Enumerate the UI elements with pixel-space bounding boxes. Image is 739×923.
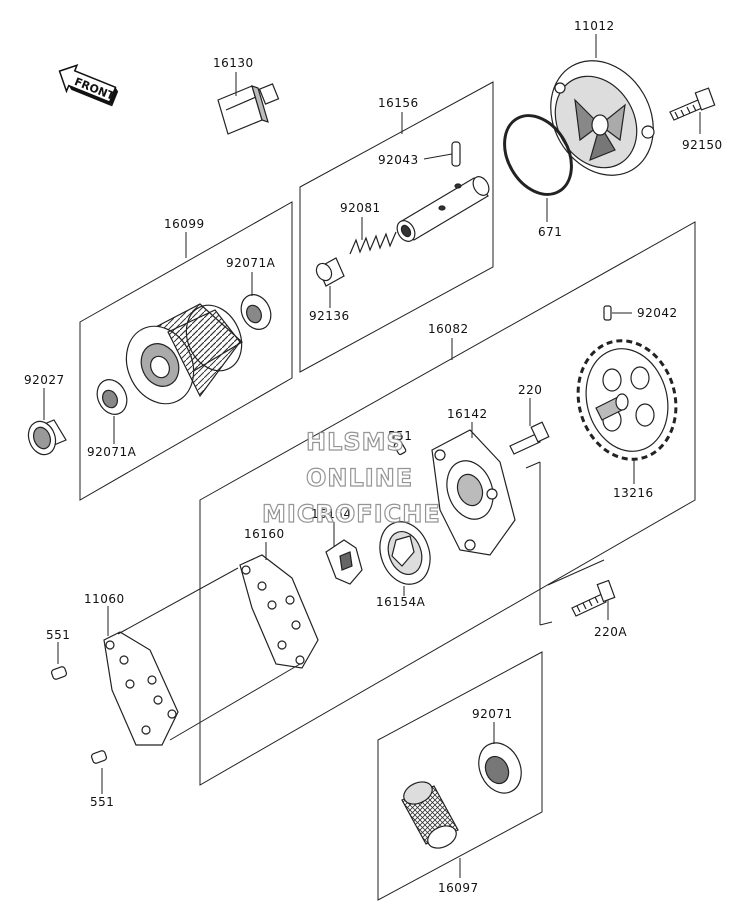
watermark-line-1: HLSMS xyxy=(306,428,405,456)
part-11012-pump-cover xyxy=(550,60,655,176)
label-16156: 16156 xyxy=(378,96,419,110)
part-92150-bolt xyxy=(669,87,716,121)
label-16097: 16097 xyxy=(438,881,479,895)
box-16156-relief-valve-group xyxy=(299,81,494,373)
part-92081-spring xyxy=(349,231,397,255)
part-92043-pin xyxy=(451,141,461,167)
box-16082-pump-group xyxy=(199,221,696,786)
part-671-o-ring xyxy=(503,114,573,196)
part-16154a-outer-rotor xyxy=(379,521,431,585)
part-16160-gasket xyxy=(239,554,319,669)
watermark-line-3: MICROFICHE xyxy=(262,500,441,528)
label-16130: 16130 xyxy=(213,56,254,70)
label-16099: 16099 xyxy=(164,217,205,231)
part-220a-bolt xyxy=(571,579,616,617)
part-16130-fitting xyxy=(217,83,280,135)
part-92027-collar xyxy=(27,419,67,456)
label-92081: 92081 xyxy=(340,201,381,215)
part-92071a-bottom-o-ring xyxy=(96,379,128,415)
part-551-mid-dowel xyxy=(393,440,407,456)
label-16154a: 16154A xyxy=(376,595,426,609)
label-92043: 92043 xyxy=(378,153,419,167)
watermark-line-2: ONLINE xyxy=(306,464,413,492)
label-220: 220 xyxy=(518,383,542,397)
label-92071: 92071 xyxy=(472,707,513,721)
label-551-left-top: 551 xyxy=(46,628,70,642)
label-92027: 92027 xyxy=(24,373,65,387)
part-92071-seal xyxy=(478,742,522,794)
part-16156-valve-sleeve xyxy=(396,176,490,242)
label-13216: 13216 xyxy=(613,486,654,500)
part-16154-inner-rotor xyxy=(325,539,363,585)
part-16099-oil-filter xyxy=(125,303,244,405)
watermark: HLSMS ONLINE MICROFICHE xyxy=(261,427,441,528)
label-16154: 16154 xyxy=(311,507,352,521)
part-16142-pump-body xyxy=(431,429,516,556)
label-92136: 92136 xyxy=(309,309,350,323)
front-arrow-icon: FRONT xyxy=(58,64,119,107)
part-92071a-top-o-ring xyxy=(240,294,272,330)
leader-lines xyxy=(43,34,701,878)
part-551-left-top-dowel xyxy=(50,666,68,680)
part-220-bolt xyxy=(509,421,550,455)
label-671: 671 xyxy=(538,225,562,239)
part-92136-piston xyxy=(315,257,345,287)
part-92042-pin xyxy=(603,305,612,321)
label-551-mid: 551 xyxy=(388,429,412,443)
box-16097-strainer-group xyxy=(377,651,543,901)
label-92150: 92150 xyxy=(682,138,723,152)
label-92042: 92042 xyxy=(637,306,678,320)
label-220a: 220A xyxy=(594,625,627,639)
box-16099-filter-group xyxy=(79,201,293,501)
part-551-left-bottom-dowel xyxy=(90,750,108,764)
part-16097-strainer xyxy=(401,781,459,849)
label-551-left-bottom: 551 xyxy=(90,795,114,809)
label-11012: 11012 xyxy=(574,19,615,33)
label-16160: 16160 xyxy=(244,527,285,541)
part-13216-gear xyxy=(576,339,678,461)
label-92071a-top: 92071A xyxy=(226,256,276,270)
label-11060: 11060 xyxy=(84,592,125,606)
part-11060-plate xyxy=(103,631,179,746)
label-16142: 16142 xyxy=(447,407,488,421)
label-16082: 16082 xyxy=(428,322,469,336)
label-92071a-bottom: 92071A xyxy=(87,445,137,459)
